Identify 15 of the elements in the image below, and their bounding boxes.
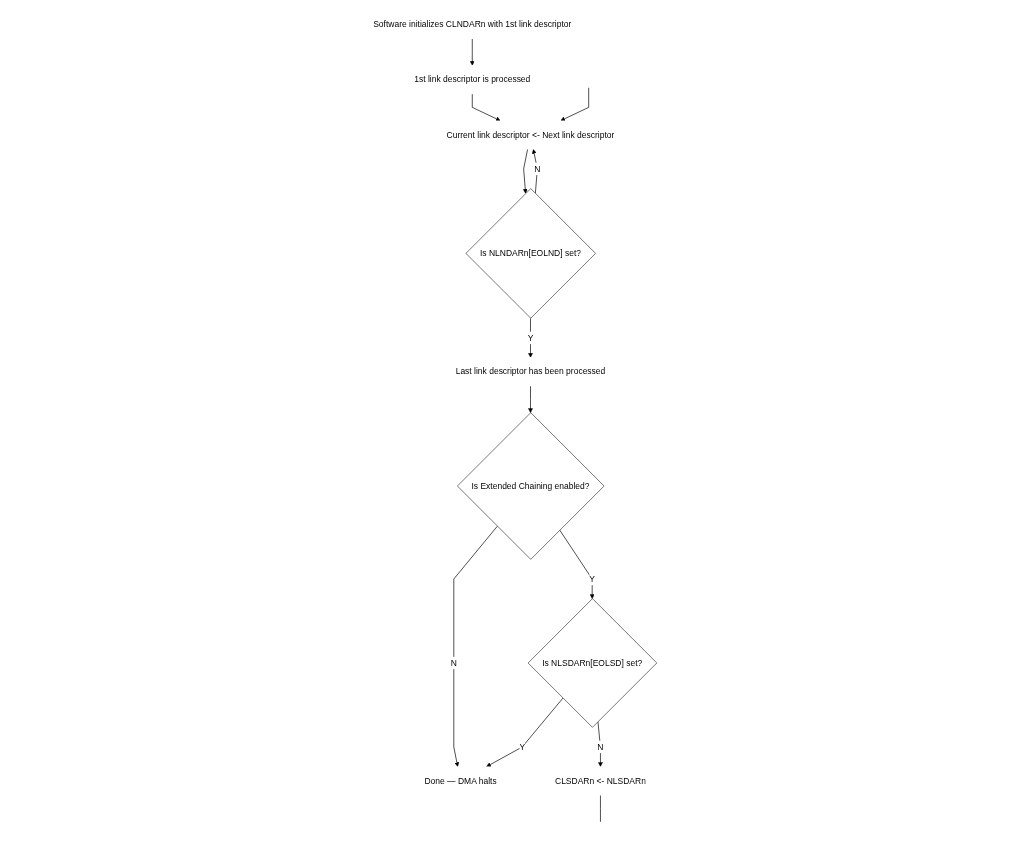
- edge-label: Y: [589, 574, 596, 584]
- node-diamond: Is NLSDARn[EOLSD] set?: [528, 598, 658, 728]
- node-diamond: Is NLNDARn[EOLND] set?: [466, 188, 597, 319]
- node-text: Software initializes CLNDARn with 1st link descriptor: [373, 19, 572, 29]
- edge-label: N: [451, 658, 458, 668]
- node-diamond: Is Extended Chaining enabled?: [457, 412, 605, 560]
- edge-label: N: [534, 164, 541, 174]
- node-text: Done — DMA halts: [424, 776, 498, 786]
- node-text: Last link descriptor has been processed: [456, 367, 606, 377]
- edge-label: Y: [519, 742, 526, 752]
- edge-label: Y: [528, 333, 534, 343]
- node-text: 1st link descriptor is processed: [414, 74, 531, 85]
- node-text: Current link descriptor <- Next link descriptor: [447, 130, 615, 140]
- edge-label: N: [597, 742, 604, 752]
- node-text: CLSDARn <- NLSDARn: [555, 776, 647, 786]
